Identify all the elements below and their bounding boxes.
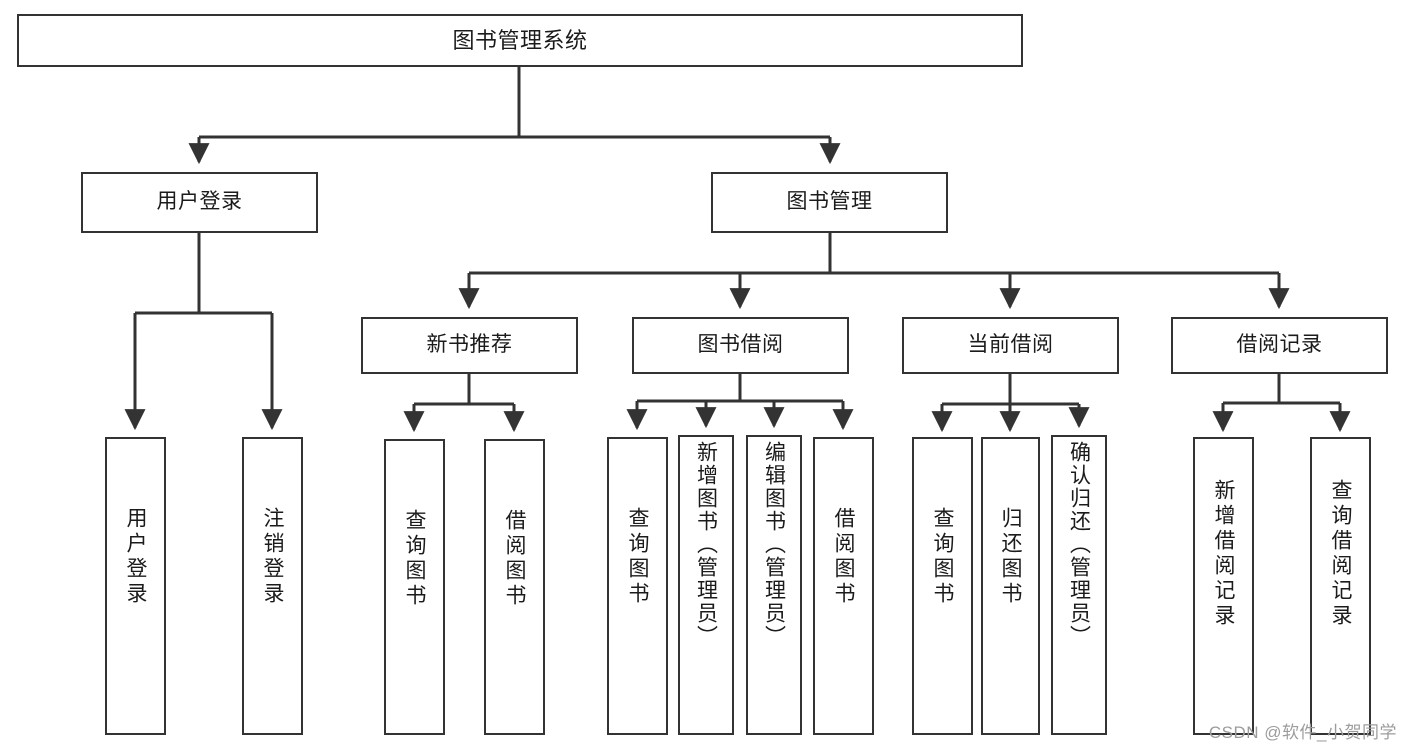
leaf-borrow-edit-book-admin[interactable]: 编辑图书（管理员） [746,435,802,735]
leaf-record-add-record[interactable]: 新增借阅记录 [1193,437,1254,735]
node-book-management[interactable]: 图书管理 [711,172,948,233]
node-label: 用户登录 [124,507,147,607]
node-label: 归还图书 [999,507,1022,607]
watermark-text: CSDN @软件_小贺同学 [1208,723,1397,742]
leaf-recommend-borrow-book[interactable]: 借阅图书 [484,439,545,735]
node-label: 确认归还（管理员） [1067,441,1091,648]
node-label: 用户登录 [156,190,243,214]
node-label: 查询借阅记录 [1329,479,1352,629]
node-label: 查询图书 [931,507,954,607]
node-label: 新增借阅记录 [1212,479,1235,629]
node-label: 编辑图书（管理员） [762,441,786,648]
leaf-record-query-record[interactable]: 查询借阅记录 [1310,437,1371,735]
node-root-system[interactable]: 图书管理系统 [17,14,1023,67]
node-user-login[interactable]: 用户登录 [81,172,318,233]
node-label: 新增图书（管理员） [694,441,718,648]
node-label: 查询图书 [403,509,426,609]
node-label: 借阅记录 [1236,333,1323,357]
leaf-current-confirm-return-admin[interactable]: 确认归还（管理员） [1051,435,1107,735]
leaf-user-login-logout[interactable]: 注销登录 [242,437,303,735]
node-new-book-recommend[interactable]: 新书推荐 [361,317,578,374]
node-book-borrow[interactable]: 图书借阅 [632,317,849,374]
leaf-user-login-login[interactable]: 用户登录 [105,437,166,735]
node-label: 查询图书 [626,507,649,607]
node-borrow-record[interactable]: 借阅记录 [1171,317,1388,374]
leaf-current-query-book[interactable]: 查询图书 [912,437,973,735]
node-label: 图书管理系统 [452,27,588,53]
node-label: 新书推荐 [426,333,513,357]
node-current-borrow[interactable]: 当前借阅 [902,317,1119,374]
leaf-recommend-query-book[interactable]: 查询图书 [384,439,445,735]
node-label: 借阅图书 [832,507,855,607]
leaf-borrow-query-book[interactable]: 查询图书 [607,437,668,735]
node-label: 图书管理 [786,190,873,214]
node-label: 注销登录 [261,507,284,607]
node-label: 图书借阅 [697,333,784,357]
node-label: 借阅图书 [503,509,526,609]
node-label: 当前借阅 [967,333,1054,357]
leaf-borrow-add-book-admin[interactable]: 新增图书（管理员） [678,435,734,735]
leaf-current-return-book[interactable]: 归还图书 [981,437,1040,735]
leaf-borrow-borrow-book[interactable]: 借阅图书 [813,437,874,735]
